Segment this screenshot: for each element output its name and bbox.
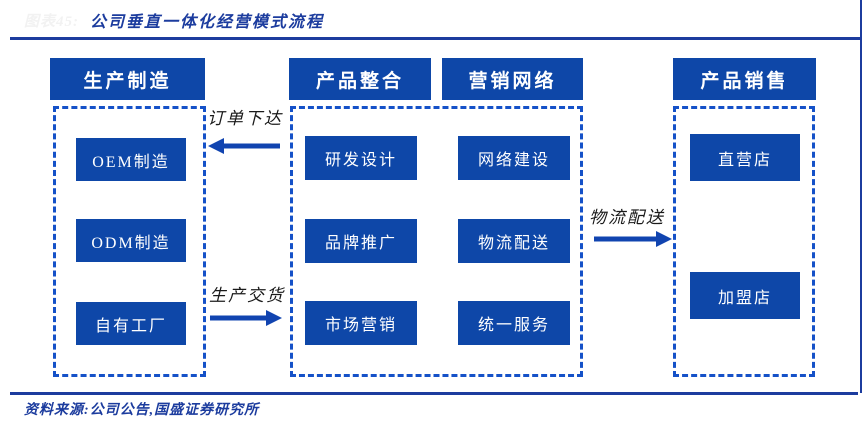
box-brand-promotion: 品牌推广 (305, 219, 417, 263)
box-market-marketing: 市场营销 (305, 301, 417, 345)
header-product-integration: 产品整合 (289, 58, 431, 100)
flow-label-delivery: 生产交货 (209, 286, 285, 305)
header-marketing-network: 营销网络 (442, 58, 583, 100)
box-oem: OEM制造 (76, 138, 186, 181)
figure-number-faint: 图表45: (24, 14, 79, 30)
box-own-factory: 自有工厂 (76, 302, 186, 345)
box-direct-store: 直营店 (690, 134, 800, 181)
box-unified-service: 统一服务 (458, 301, 570, 345)
header-product-sales: 产品销售 (673, 58, 816, 100)
box-logistics-delivery: 物流配送 (458, 219, 570, 263)
flow-label-order: 订单下达 (207, 109, 283, 128)
box-franchise-store: 加盟店 (690, 272, 800, 319)
dashed-container-sales (673, 106, 815, 377)
arrow-right-icon (594, 231, 672, 247)
figure-title: 公司垂直一体化经营模式流程 (90, 14, 325, 31)
bottom-divider-line (10, 392, 858, 395)
header-production: 生产制造 (50, 58, 205, 100)
box-network-building: 网络建设 (458, 136, 570, 180)
box-odm: ODM制造 (76, 219, 186, 262)
top-divider-line (10, 37, 862, 40)
dashed-container-production (53, 106, 206, 377)
dashed-container-middle (290, 106, 583, 377)
box-rd-design: 研发设计 (305, 136, 417, 180)
arrow-right-icon (210, 310, 282, 326)
source-note: 资料来源:公司公告,国盛证券研究所 (24, 403, 260, 418)
arrow-left-icon (208, 138, 280, 154)
right-border-line (860, 0, 862, 393)
flow-label-logistics: 物流配送 (589, 208, 665, 227)
